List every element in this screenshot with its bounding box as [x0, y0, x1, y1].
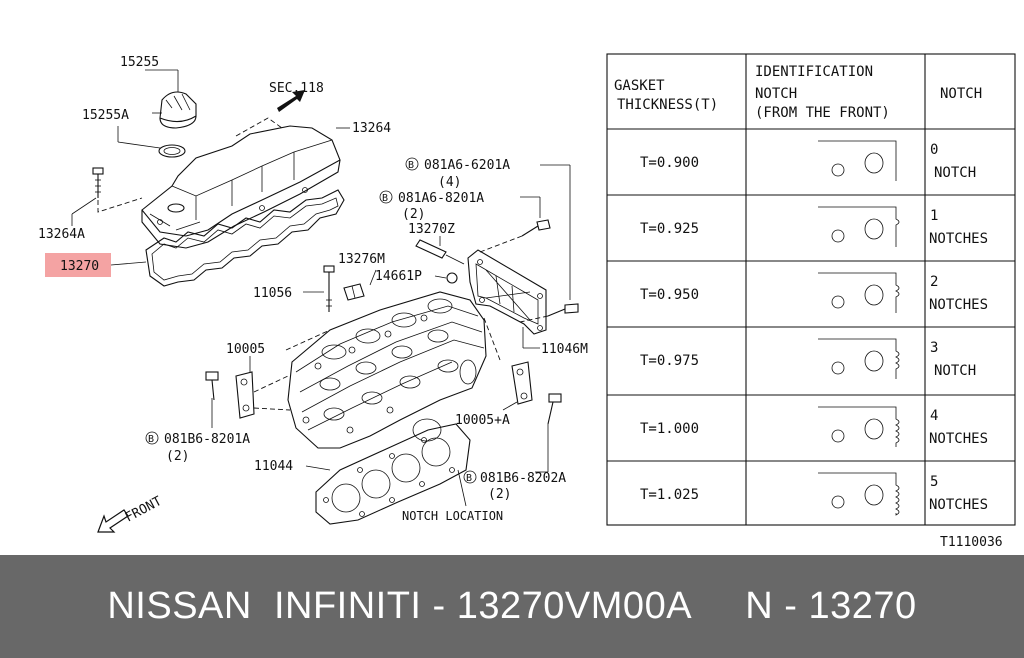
notch-count: 2: [930, 274, 938, 290]
banner-text: NISSAN INFINITI - 13270VM00A N - 13270: [107, 585, 917, 627]
part-number-banner: NISSAN INFINITI - 13270VM00A N - 13270: [0, 555, 1024, 658]
callout-11044: 11044: [254, 459, 293, 474]
header-ident-line2: NOTCH: [755, 86, 797, 102]
parts-diagram: 15255 15255A SEC.118 13264 13264A 13270 …: [38, 53, 1016, 550]
bolt-marker-label: B: [408, 160, 414, 171]
callout-13276M: 13276M: [338, 252, 385, 267]
callout-13264: 13264: [352, 121, 391, 136]
notch-unit: NOTCH: [934, 363, 976, 379]
head-gasket-11044: [315, 418, 471, 525]
notch-sketch: [818, 406, 900, 447]
notch-sketch: [818, 140, 897, 181]
figure-code: T1110036: [940, 535, 1003, 550]
notch-unit: NOTCHES: [929, 231, 988, 247]
sensor-14661P: [343, 283, 365, 301]
notch-sketch: [818, 338, 900, 379]
callout-qty-4: (4): [438, 175, 461, 190]
oil-cap-15255: [159, 91, 197, 129]
callout-13264A: 13264A: [38, 227, 85, 242]
front-label: FRONT: [123, 494, 165, 526]
bolt-marker-icon: [145, 431, 159, 445]
callout-qty-2: (2): [488, 487, 511, 502]
callout-081B6-8201A: 081B6-8201A: [164, 432, 250, 447]
thickness-value: T=0.950: [640, 287, 699, 303]
bolt-081B6-8201A: [205, 371, 219, 401]
bolt-marker-icon: [379, 190, 393, 204]
callout-15255: 15255: [120, 55, 159, 70]
notch-unit: NOTCHES: [929, 431, 988, 447]
callout-13270Z: 13270Z: [408, 222, 455, 237]
callout-10005-A: 10005+A: [455, 413, 510, 428]
cover-plate-11046M: [467, 249, 547, 335]
part-13270-highlight: [45, 253, 111, 277]
notch-count: 4: [930, 408, 938, 424]
notch-count: 3: [930, 340, 938, 356]
callout-15255A: 15255A: [82, 108, 129, 123]
header-notch: NOTCH: [940, 86, 982, 102]
plug-13276M: [446, 272, 458, 284]
bolt-13264A: [92, 167, 104, 198]
callout-081B6-8202A: 081B6-8202A: [480, 471, 566, 486]
stud-13270Z: [415, 239, 465, 265]
notch-sketch: [818, 472, 900, 516]
rocker-cover-gasket-13270: [145, 189, 345, 287]
callout-qty-2: (2): [402, 207, 425, 222]
notch-unit: NOTCH: [934, 165, 976, 181]
oil-cap-seal-15255A: [158, 144, 186, 158]
notch-unit: NOTCHES: [929, 297, 988, 313]
callout-notch-location: NOTCH LOCATION: [402, 509, 503, 523]
callout-qty-2: (2): [166, 449, 189, 464]
cylinder-head: [285, 291, 501, 449]
bolt-11056: [323, 265, 335, 312]
callout-11056: 11056: [253, 286, 292, 301]
bolt-marker-label: B: [466, 473, 472, 484]
thickness-value: T=1.025: [640, 487, 699, 503]
notch-sketch: [818, 206, 900, 247]
thickness-value: T=0.975: [640, 353, 699, 369]
gasket-10005: [235, 371, 255, 419]
callout-10005: 10005: [226, 342, 265, 357]
notch-count: 5: [930, 474, 938, 490]
front-arrow-icon: [97, 509, 129, 533]
callout-11046M: 11046M: [541, 342, 588, 357]
bolt-081B6-8202A: [547, 393, 562, 425]
bolt-marker-icon: [463, 470, 477, 484]
thickness-value: T=0.925: [640, 221, 699, 237]
header-thickness-line2: THICKNESS(T): [617, 97, 718, 113]
callout-081A6-8201A: 081A6-8201A: [398, 191, 484, 206]
notch-count: 1: [930, 208, 938, 224]
header-thickness-line1: GASKET: [614, 78, 665, 94]
bolt-081A6-6201A: [547, 303, 579, 317]
gasket-10005-A: [511, 361, 533, 405]
thickness-value: T=0.900: [640, 155, 699, 171]
header-ident-line3: (FROM THE FRONT): [755, 105, 890, 121]
callout-13270: 13270: [60, 259, 99, 274]
bolt-081A6-8201A: [521, 219, 551, 237]
callout-081A6-6201A: 081A6-6201A: [424, 158, 510, 173]
callout-sec-118: SEC.118: [269, 81, 324, 96]
notch-sketch: [818, 272, 900, 313]
header-ident-line1: IDENTIFICATION: [755, 64, 873, 80]
notch-unit: NOTCHES: [929, 497, 988, 513]
notch-count: 0: [930, 142, 938, 158]
bolt-marker-label: B: [382, 193, 388, 204]
bolt-marker-icon: [405, 157, 419, 171]
callout-14661P: 14661P: [375, 269, 422, 284]
thickness-value: T=1.000: [640, 421, 699, 437]
gasket-thickness-table: GASKET THICKNESS(T) IDENTIFICATION NOTCH…: [606, 53, 1016, 526]
sec-118-arrow-icon: [277, 90, 305, 112]
bolt-marker-label: B: [148, 434, 154, 445]
rocker-cover-13264: [141, 117, 341, 249]
